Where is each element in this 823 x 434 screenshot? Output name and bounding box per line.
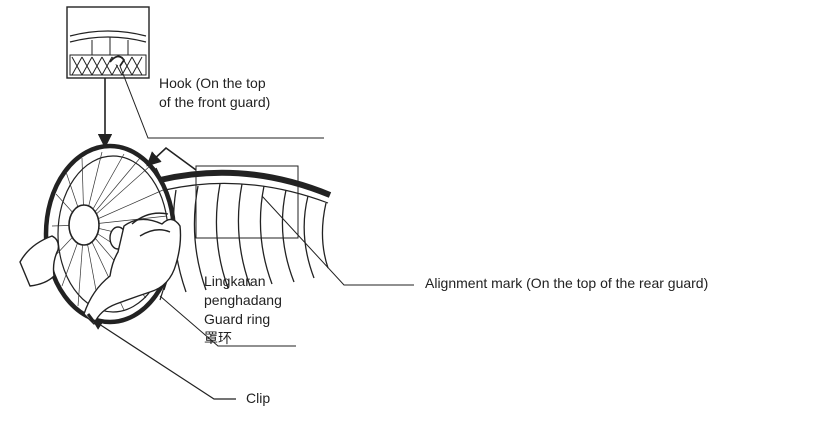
clip-label: Clip [246, 390, 271, 406]
guard-ring-label-chinese: 罩环 [204, 330, 232, 346]
alignment-mark-label: Alignment mark (On the top of the rear g… [425, 275, 709, 291]
alignment-callout-box [195, 165, 299, 239]
hands [19, 212, 182, 325]
clip-leader-line [91, 319, 236, 400]
guard-ring-label: Lingkaran penghadang Guard ring 罩环 [204, 272, 282, 348]
guard-ring-leader-line [159, 295, 296, 347]
hook-detail-inset [66, 6, 150, 79]
hook-label: Hook (On the top of the front guard) [159, 74, 270, 112]
hook-label-line-2: of the front guard) [159, 94, 271, 110]
guard-ring-label-english: Guard ring [204, 311, 271, 327]
hook-leader-line [119, 65, 324, 139]
hook-label-line-1: Hook (On the top [159, 75, 266, 91]
direction-arrow [146, 146, 197, 171]
guard-ring-label-malay-2: penghadang [204, 292, 282, 308]
alignment-leader-line [261, 195, 414, 286]
guard-ring-label-malay-1: Lingkaran [204, 273, 266, 289]
